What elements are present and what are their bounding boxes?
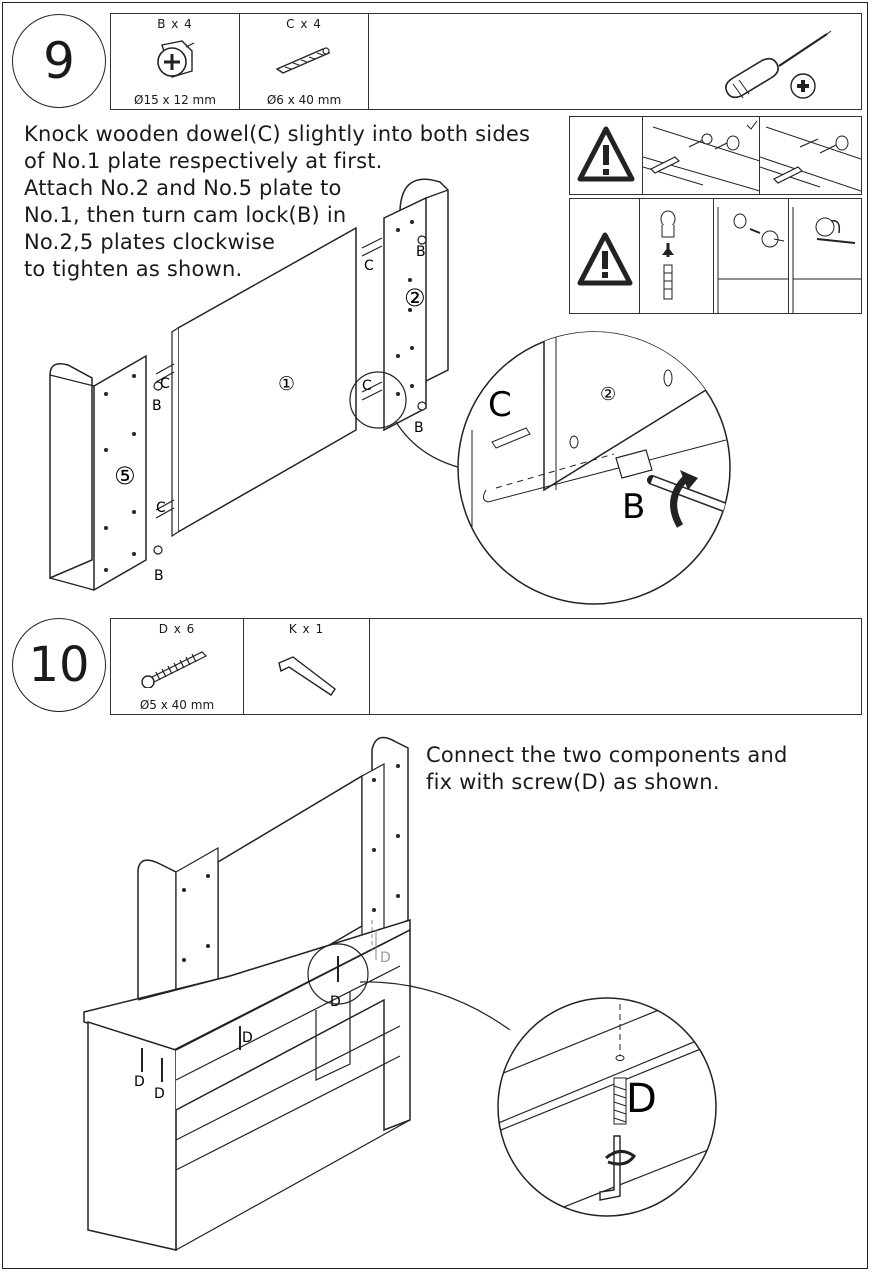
zoom-plate-label: ② (600, 384, 616, 405)
part-cell-screw: D x 6 Ø5 x 40 mm (111, 619, 244, 714)
warning-cell (570, 199, 640, 313)
cam-insert-cell (640, 199, 714, 313)
warning-box-cam (569, 198, 862, 314)
hutch-right-side (361, 736, 409, 946)
plate-1-label: ① (278, 373, 295, 395)
wooden-dowel-icon (273, 45, 335, 79)
screw-label-faded: D (380, 950, 391, 966)
screw-guide-lines (371, 920, 377, 960)
zoom-screw-label: D (626, 1076, 657, 1122)
part-size: Ø15 x 12 mm (134, 93, 216, 107)
plate-5 (49, 354, 147, 592)
screw-label: D (154, 1086, 165, 1102)
screw-label: D (242, 1030, 253, 1046)
warning-cell (570, 117, 643, 194)
dowel-label: C (362, 378, 372, 394)
detail-circle (349, 371, 407, 429)
plate-2-label: ② (404, 284, 426, 312)
screw-label: D (134, 1074, 145, 1090)
dowel-insert-wrong-icon (759, 126, 862, 192)
dowel-wrong-cell (759, 117, 862, 194)
dowel-label: C (160, 376, 170, 392)
part-cell-dowel: C x 4 Ø6 x 40 mm (240, 14, 369, 109)
plate-5-label: ⑤ (114, 462, 136, 490)
warning-triangle-icon (577, 126, 635, 182)
step9-zoom-detail: C B ② (457, 331, 731, 605)
step-number-10: 10 (12, 618, 106, 712)
cam-turn-cell-2 (789, 199, 861, 313)
step10-assembly-figure: D D D D D (83, 736, 511, 1252)
parts-box-step10: D x 6 Ø5 x 40 mm K x 1 (110, 618, 862, 715)
dowel-label: C (364, 258, 374, 274)
cam-turn-cell-1 (714, 199, 789, 313)
step9-instruction: Knock wooden dowel(C) slightly into both… (24, 122, 531, 281)
plate-1 (171, 226, 357, 538)
step-number-9: 9 (12, 14, 106, 108)
cam-lock-icon (152, 37, 198, 87)
cam-bolt-insert-icon (660, 210, 676, 300)
detail-leader-line (359, 981, 511, 1031)
dowel-correct-cell (642, 117, 761, 194)
step10-zoom-detail: D (497, 997, 717, 1217)
part-size: Ø6 x 40 mm (266, 93, 342, 107)
screw-marks (141, 956, 339, 1082)
detail-circle (307, 943, 369, 1005)
part-size: Ø5 x 40 mm (139, 698, 215, 712)
parts-box-step9: B x 4 Ø15 x 12 mm C x 4 Ø6 x 40 mm (110, 13, 862, 110)
tool-cell (369, 14, 861, 109)
screw-label: D (330, 994, 341, 1010)
part-qty: C x 4 (286, 17, 322, 31)
dowel-insert-correct-icon (642, 120, 761, 192)
warning-triangle-icon (577, 232, 633, 286)
warning-box-dowel (569, 116, 862, 195)
part-qty: B x 4 (157, 17, 193, 31)
plate-2 (383, 178, 449, 432)
part-qty: K x 1 (288, 622, 325, 636)
cam-lock-tightened-icon (792, 207, 861, 313)
empty-cell (370, 619, 861, 714)
cam-lock-turn-icon (717, 207, 789, 313)
cam-label: B (416, 244, 426, 260)
cam-label: B (152, 398, 162, 414)
allen-key-icon (271, 649, 343, 703)
step9-assembly-figure: ① ② ⑤ C B C B C B C B (49, 178, 471, 592)
desk-body (87, 928, 411, 1252)
screw-icon (140, 642, 214, 692)
screwdriver-icon (719, 28, 839, 112)
dowel-label: C (156, 500, 166, 516)
zoom-cam-label: B (622, 487, 645, 527)
dowel-marks (153, 235, 427, 555)
part-cell-cam-lock: B x 4 Ø15 x 12 mm (111, 14, 240, 109)
zoom-dowel-label: C (488, 385, 512, 425)
part-cell-allen-key: K x 1 (244, 619, 370, 714)
part-qty: D x 6 (158, 622, 196, 636)
cam-label: B (154, 568, 164, 584)
cam-label: B (414, 420, 424, 436)
step10-instruction: Connect the two components and fix with … (426, 743, 788, 794)
